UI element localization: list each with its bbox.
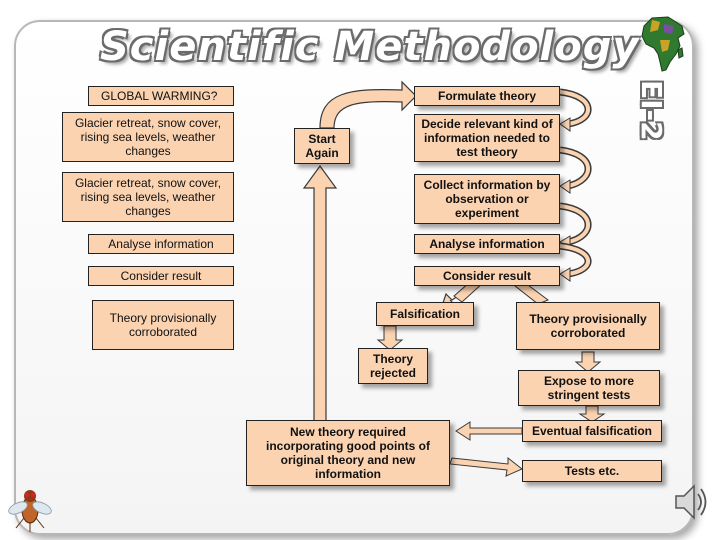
tests-etc-box: Tests etc. — [522, 460, 662, 482]
theory-rejected-box: Theory rejected — [358, 348, 428, 384]
arrow-up-restart — [302, 164, 338, 425]
arrow-curve-to-formulate — [319, 80, 417, 129]
arrow-to-expose — [574, 351, 602, 373]
evidence-box-2: Glacier retreat, snow cover, rising sea … — [62, 172, 234, 222]
collect-info-box: Collect information by observation or ex… — [414, 174, 560, 224]
arrow-to-tests-etc — [449, 456, 523, 477]
page-title: Scientific Methodology — [100, 24, 640, 70]
formulate-theory-box: Formulate theory — [414, 86, 560, 106]
consider-result-left: Consider result — [88, 266, 234, 286]
arrow-loop-2 — [559, 148, 590, 188]
evidence-box-1: Glacier retreat, snow cover, rising sea … — [62, 112, 234, 162]
arrow-loop-1 — [559, 90, 590, 126]
arrow-to-eventual — [578, 405, 606, 423]
new-theory-box: New theory required incorporating good p… — [246, 420, 450, 486]
start-again-box: Start Again — [294, 128, 350, 164]
analyse-info-right: Analyse information — [414, 234, 560, 254]
arrow-to-rejected — [376, 325, 404, 351]
analyse-info-left: Analyse information — [88, 234, 234, 254]
corroborated-right: Theory provisionally corroborated — [516, 302, 660, 350]
speaker-icon[interactable] — [670, 480, 710, 524]
arrow-loop-4 — [559, 244, 590, 276]
fly-icon — [8, 490, 52, 532]
global-warming-label: GLOBAL WARMING? — [88, 86, 234, 106]
expose-tests-box: Expose to more stringent tests — [518, 370, 660, 406]
arrow-eventual-to-new-theory — [455, 421, 523, 441]
decide-info-box: Decide relevant kind of information need… — [414, 114, 560, 162]
falsification-box: Falsification — [376, 302, 474, 326]
arrow-loop-3 — [559, 204, 590, 244]
consider-result-right: Consider result — [414, 266, 560, 286]
eventual-falsification-box: Eventual falsification — [522, 420, 662, 442]
africa-map-icon — [641, 16, 685, 72]
corroborated-left: Theory provisionally corroborated — [92, 300, 234, 350]
